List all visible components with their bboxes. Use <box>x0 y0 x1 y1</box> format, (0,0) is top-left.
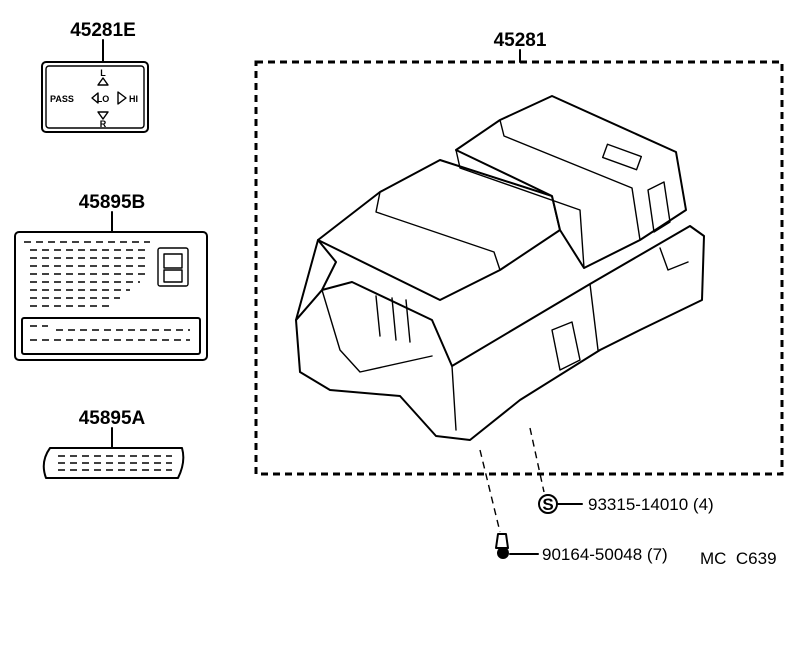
caution-label-text-lines <box>24 241 150 307</box>
part-number-45281: 45281 <box>494 30 547 51</box>
clip-dashed-leader <box>479 449 501 533</box>
part-number-45895a: 45895A <box>79 408 146 429</box>
column-cover-illustration <box>295 95 705 441</box>
switch-label-pass: PASS <box>50 94 74 104</box>
screw-part-number: 93315-14010 (4) <box>588 495 714 514</box>
arrow-down-icon <box>97 111 109 120</box>
screw-dashed-leader <box>529 427 545 493</box>
part-45895b-group: 45895B <box>14 192 208 361</box>
arrow-up-icon <box>97 77 109 86</box>
switch-diagram-icon <box>157 247 189 287</box>
switch-label-l: L <box>100 68 106 78</box>
part-number-45281e: 45281E <box>70 20 136 41</box>
switch-label-lo: LO <box>97 94 110 104</box>
part-45281e-group: 45281E L R PASS LO HI <box>41 20 149 133</box>
caution-label-lower-panel <box>21 317 201 355</box>
switch-label-plate <box>41 61 149 133</box>
clip-fastener-icon <box>495 533 509 549</box>
screw-callout-group: S 93315-14010 (4) <box>529 427 714 514</box>
arrow-right-icon <box>117 91 127 105</box>
part-45281-group: 45281 <box>254 30 784 476</box>
switch-label-hi: HI <box>129 94 138 104</box>
clip-head-icon <box>497 547 509 559</box>
diagram-code: MC C639 <box>700 549 777 568</box>
caution-label <box>14 231 208 361</box>
assembly-boundary-box <box>254 60 784 476</box>
switch-label-r: R <box>100 119 107 129</box>
part-45895a-group: 45895A <box>42 408 185 479</box>
clip-part-number: 90164-50048 (7) <box>542 545 668 564</box>
part-number-45895b: 45895B <box>79 192 146 213</box>
screw-symbol-letter: S <box>542 495 553 514</box>
clip-callout-group: 90164-50048 (7) <box>479 449 668 564</box>
arrow-left-icon <box>91 92 99 104</box>
